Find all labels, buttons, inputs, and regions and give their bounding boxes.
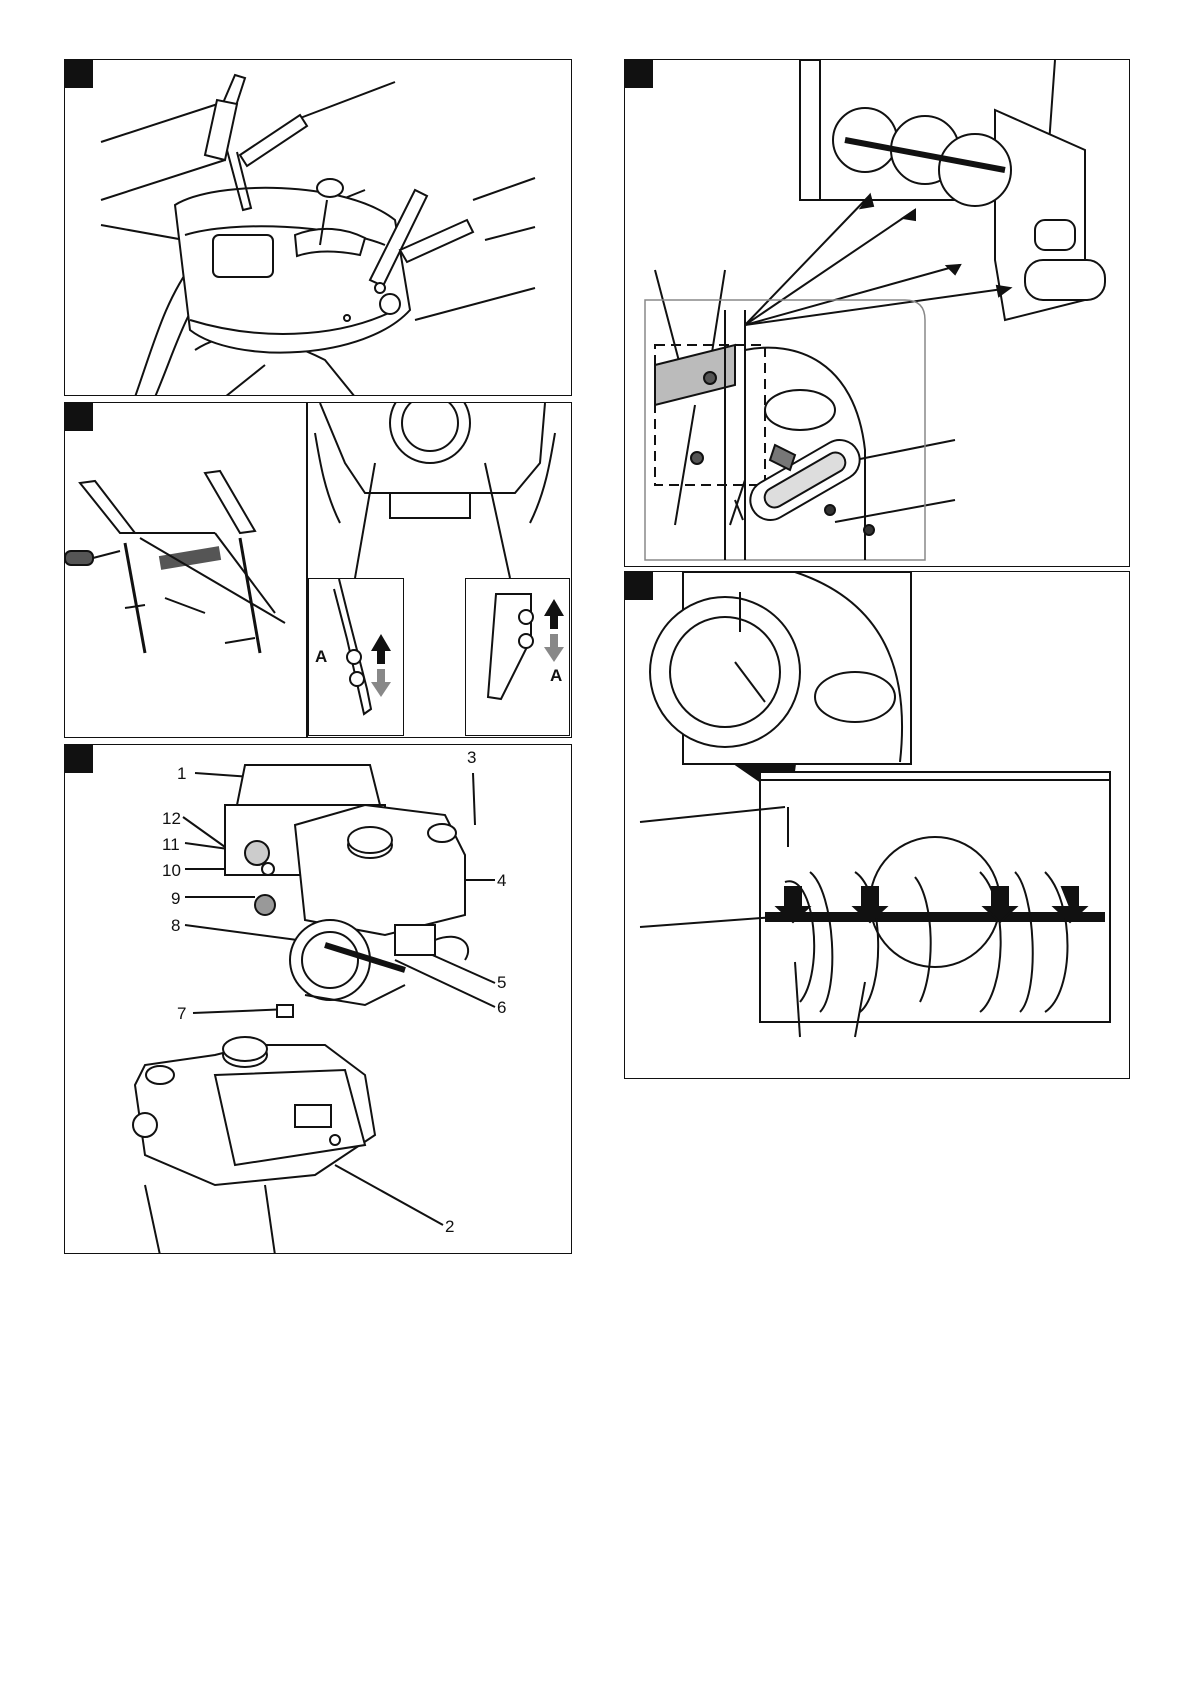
arrow-up-icon [371,634,391,664]
detail-right-illustration [466,579,570,736]
arrow-down-icon [371,669,391,697]
detail-right: A [465,578,570,736]
figure-engine: 1 3 12 11 4 10 9 8 5 6 7 2 [64,744,572,1254]
control-panel-illustration [65,60,572,396]
engine-callout-1: 1 [177,765,186,782]
adjust-mark-right: A [550,666,562,686]
arrow-down-icon [544,634,564,662]
arrow-up-icon [544,599,564,629]
engine-callout-10: 10 [162,862,181,879]
engine-callout-8: 8 [171,917,180,934]
engine-callout-9: 9 [171,890,180,907]
figure-control-panel [64,59,572,396]
engine-callout-6: 6 [497,999,506,1016]
engine-callout-12: 12 [162,810,181,827]
engine-callout-2: 2 [445,1218,454,1235]
adjust-mark-left: A [315,647,327,667]
figure-handle-adjust: A A [64,402,572,738]
auger-housing-illustration [625,60,1130,567]
detail-left: A [308,578,404,736]
engine-callout-5: 5 [497,974,506,991]
engine-callout-4: 4 [497,872,506,889]
figure-auger-housing [624,59,1130,567]
engine-callout-7: 7 [177,1005,186,1022]
engine-callout-11: 11 [162,836,180,853]
engine-callout-3: 3 [467,749,476,766]
figure-shear-pins [624,571,1130,1079]
shear-pins-illustration [625,572,1130,1079]
engine-illustration [65,745,572,1254]
